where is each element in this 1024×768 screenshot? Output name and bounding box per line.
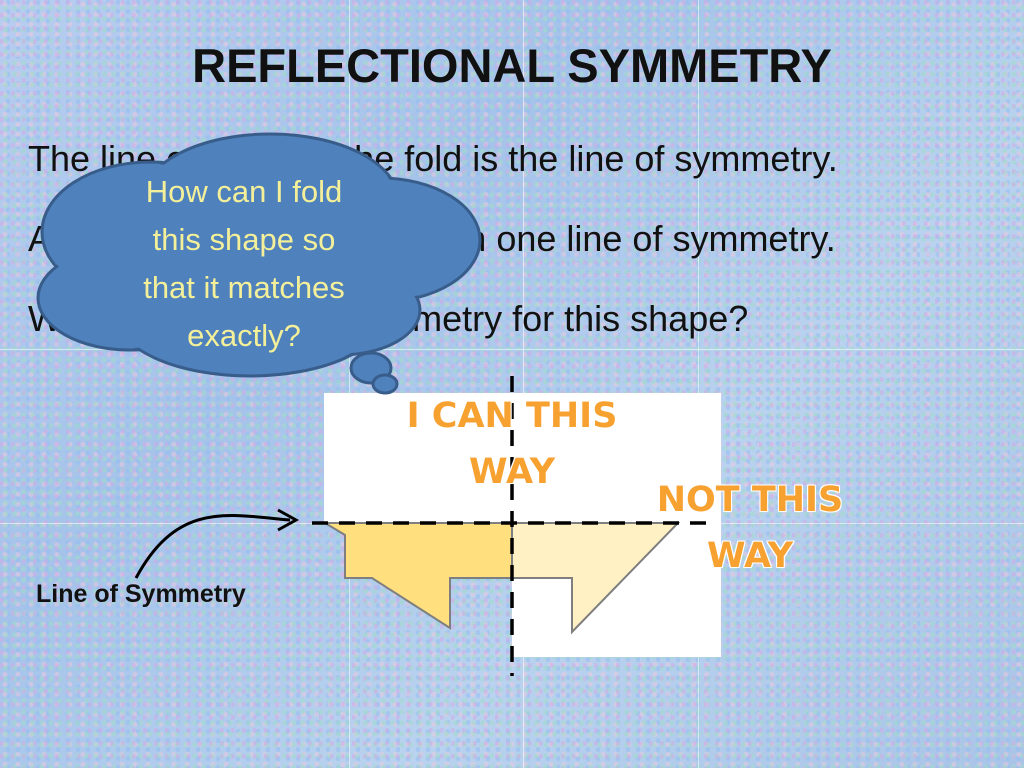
thought-line-1: How can I fold <box>145 174 343 209</box>
thought-line-4: exactly? <box>187 318 301 353</box>
callout-can-line-1: I CAN THIS <box>406 395 618 437</box>
arrow-head-icon <box>277 508 300 532</box>
callout-not-this-way: NOT THIS WAY <box>640 472 860 584</box>
callout-can-this-way: I CAN THIS WAY <box>392 388 632 500</box>
top-white-panel <box>324 393 721 523</box>
line-of-symmetry-label: Line of Symmetry <box>36 580 246 608</box>
callout-not-line-1: NOT THIS <box>656 479 844 521</box>
pointer-arrow <box>134 513 291 579</box>
callout-not-line-2: WAY <box>706 535 794 577</box>
thought-bubble-text: How can I fold this shape so that it mat… <box>108 168 380 360</box>
callout-can-line-2: WAY <box>468 451 556 493</box>
slide-title: REFLECTIONAL SYMMETRY <box>192 39 832 92</box>
shape-left-half <box>321 522 513 630</box>
thought-line-3: that it matches <box>143 270 345 305</box>
thought-line-2: this shape so <box>152 222 336 257</box>
thought-cloud-icon <box>36 132 482 395</box>
